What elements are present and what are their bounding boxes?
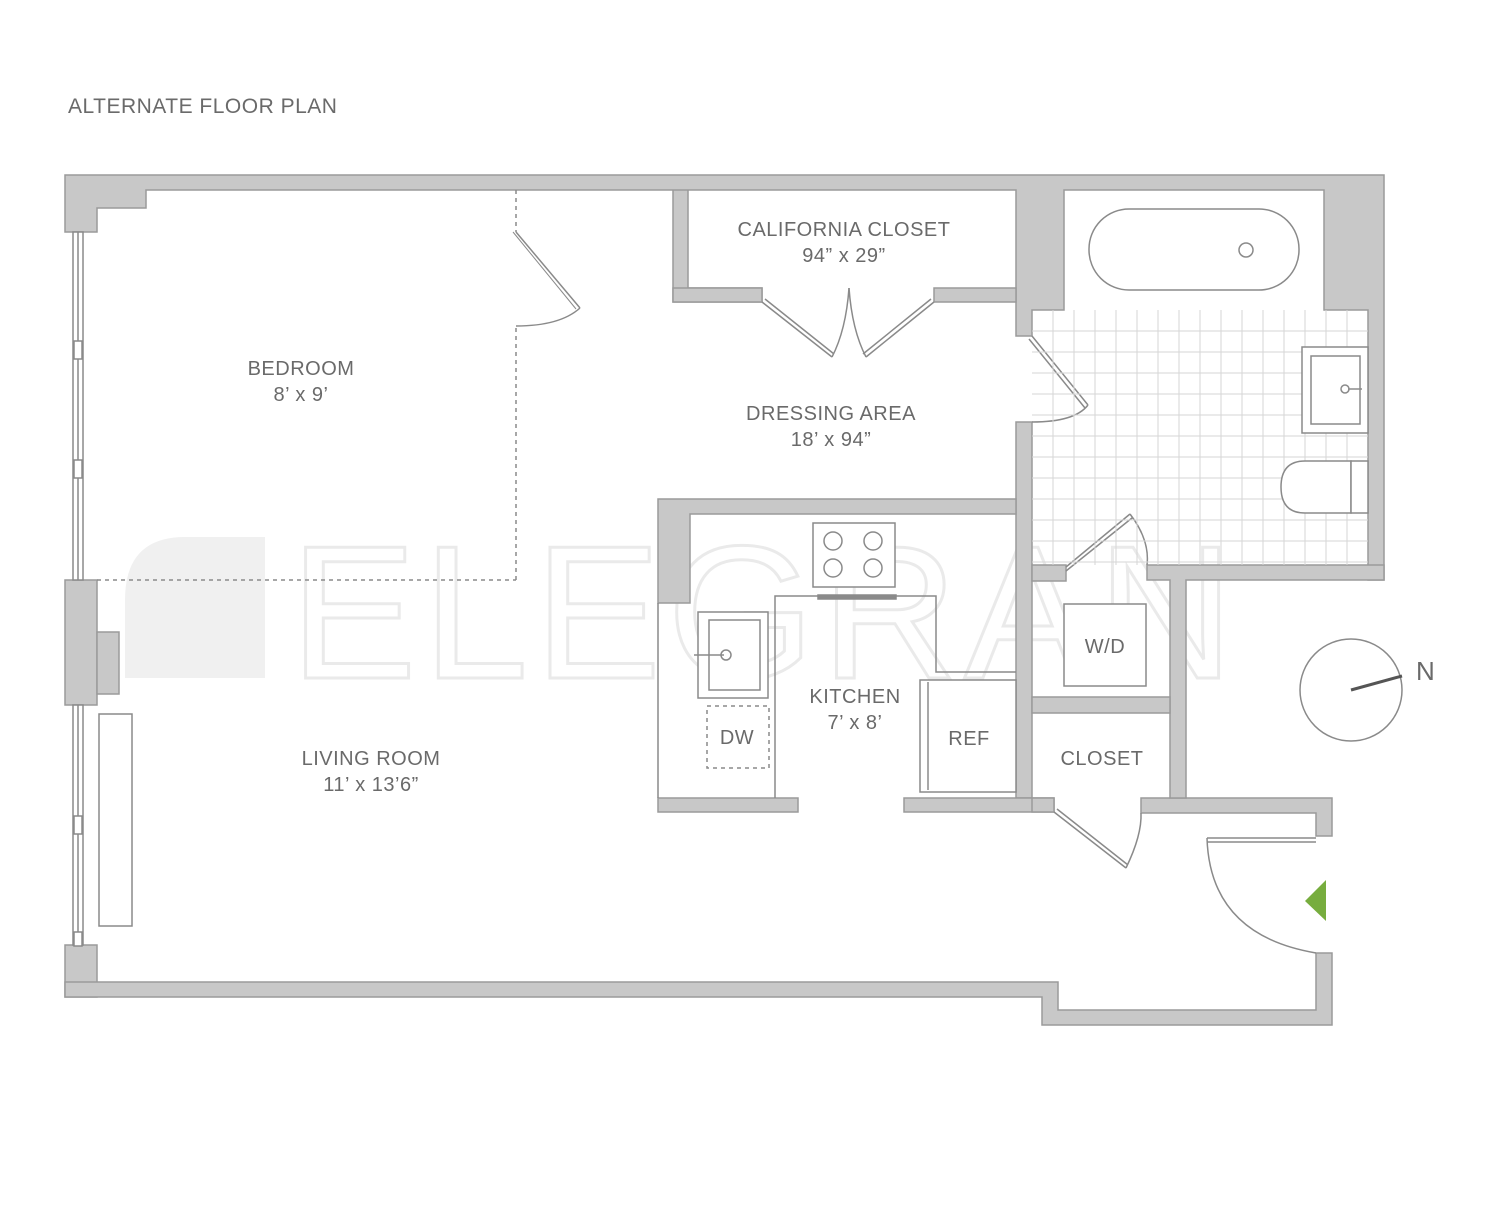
plan-title: ALTERNATE FLOOR PLAN [68,95,338,118]
bedroom-partition [97,190,517,581]
room-label-california-closet: CALIFORNIA CLOSET 94” x 29” [738,217,951,269]
appliance-label-washer-dryer: W/D [1084,636,1126,658]
room-name: BEDROOM [247,358,355,380]
room-label-closet: CLOSET [1060,746,1143,772]
washer-dryer-box [1063,603,1147,687]
bathroom-fixtures [1088,208,1300,291]
room-label-bedroom: BEDROOM 8’ x 9’ [248,356,355,408]
room-size: 8’ x 9’ [273,384,329,406]
doors [512,231,1317,954]
room-size: 18’ x 94” [790,429,872,451]
kitchen-fixtures [657,522,1017,798]
room-size: 94” x 29” [802,245,886,267]
room-name: DRESSING AREA [746,403,916,425]
room-label-dressing-area: DRESSING AREA 18’ x 94” [746,401,916,453]
room-size: 11’ x 13’6” [323,774,419,796]
exterior-walls [64,174,1385,1026]
appliance-label-dishwasher: DW [719,727,755,749]
bathroom-fixtures-2 [1280,346,1369,514]
appliance-label-refrigerator: REF [948,728,990,750]
interior-walls [657,287,1171,813]
room-name: LIVING ROOM [301,748,441,770]
room-label-kitchen: KITCHEN 7’ x 8’ [809,684,900,736]
room-size: 7’ x 8’ [827,712,883,734]
room-name: CLOSET [1060,748,1144,770]
room-label-living-room: LIVING ROOM 11’ x 13’6” [302,746,441,798]
entry-arrow-icon [1305,880,1326,921]
compass [1299,638,1403,742]
windows [72,231,133,947]
room-name: KITCHEN [809,686,901,708]
room-name: CALIFORNIA CLOSET [737,219,951,241]
compass-north-label: N [1416,656,1435,686]
